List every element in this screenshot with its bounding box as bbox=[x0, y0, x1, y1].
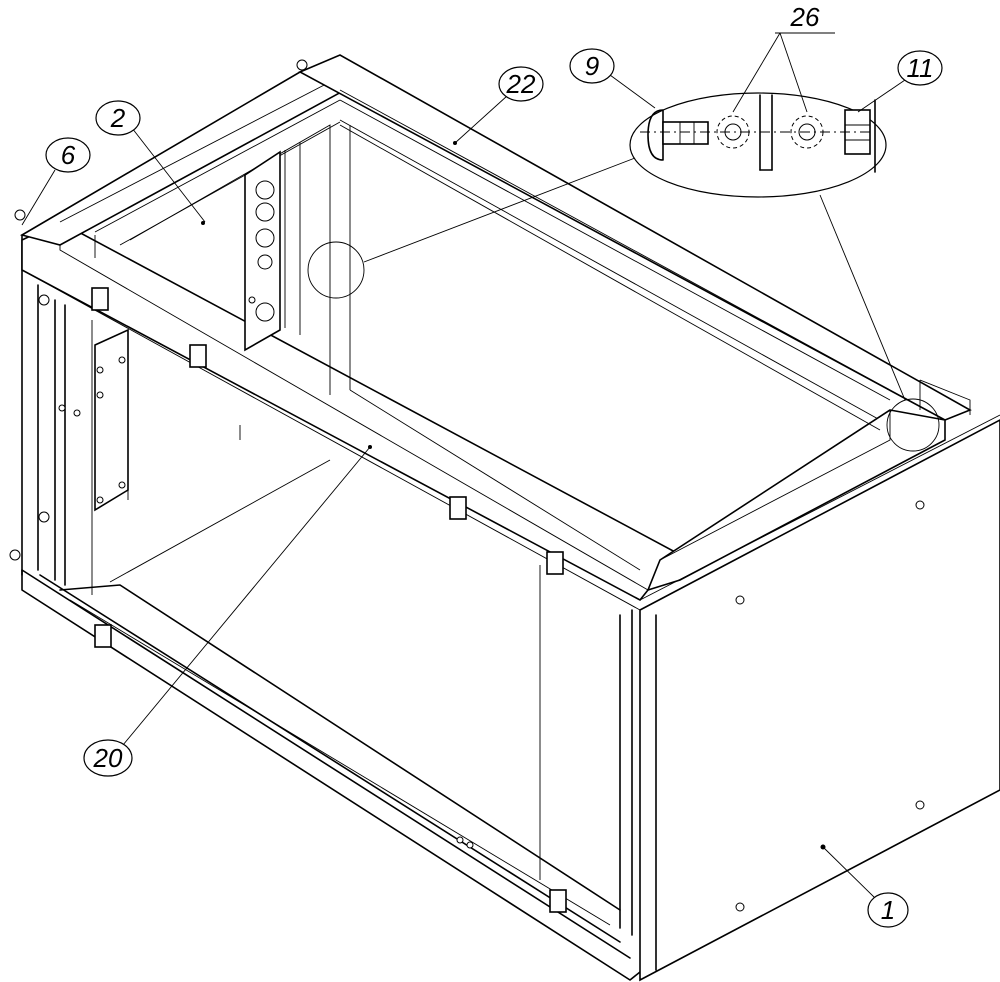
callout-6: 6 bbox=[21, 137, 91, 226]
svg-text:22: 22 bbox=[506, 69, 536, 99]
callout-11: 11 bbox=[857, 50, 943, 113]
inner-back-frame bbox=[109, 124, 881, 583]
detail-bubble bbox=[629, 92, 887, 198]
right-side-panel bbox=[639, 414, 1000, 982]
rail-hardware bbox=[9, 59, 925, 913]
svg-text:9: 9 bbox=[585, 51, 599, 81]
svg-text:26: 26 bbox=[790, 2, 820, 32]
left-side-bracket bbox=[94, 328, 129, 512]
callout-2: 2 bbox=[95, 100, 206, 223]
svg-text:2: 2 bbox=[110, 103, 126, 133]
right-top-rail bbox=[646, 379, 971, 592]
callout-9: 9 bbox=[569, 48, 656, 109]
callout-1: 1 bbox=[822, 846, 909, 928]
svg-text:20: 20 bbox=[93, 743, 123, 773]
callout-26: 26 bbox=[732, 2, 835, 113]
mounting-strip bbox=[244, 142, 301, 352]
back-top-rail bbox=[298, 54, 972, 421]
detail-circles bbox=[307, 157, 940, 452]
callout-20: 20 bbox=[83, 446, 371, 777]
bottom-frame bbox=[21, 569, 641, 981]
callout-22: 22 bbox=[454, 66, 544, 144]
svg-text:6: 6 bbox=[61, 140, 76, 170]
svg-text:1: 1 bbox=[881, 895, 895, 925]
front-right-post bbox=[539, 565, 633, 936]
svg-text:11: 11 bbox=[907, 53, 934, 83]
